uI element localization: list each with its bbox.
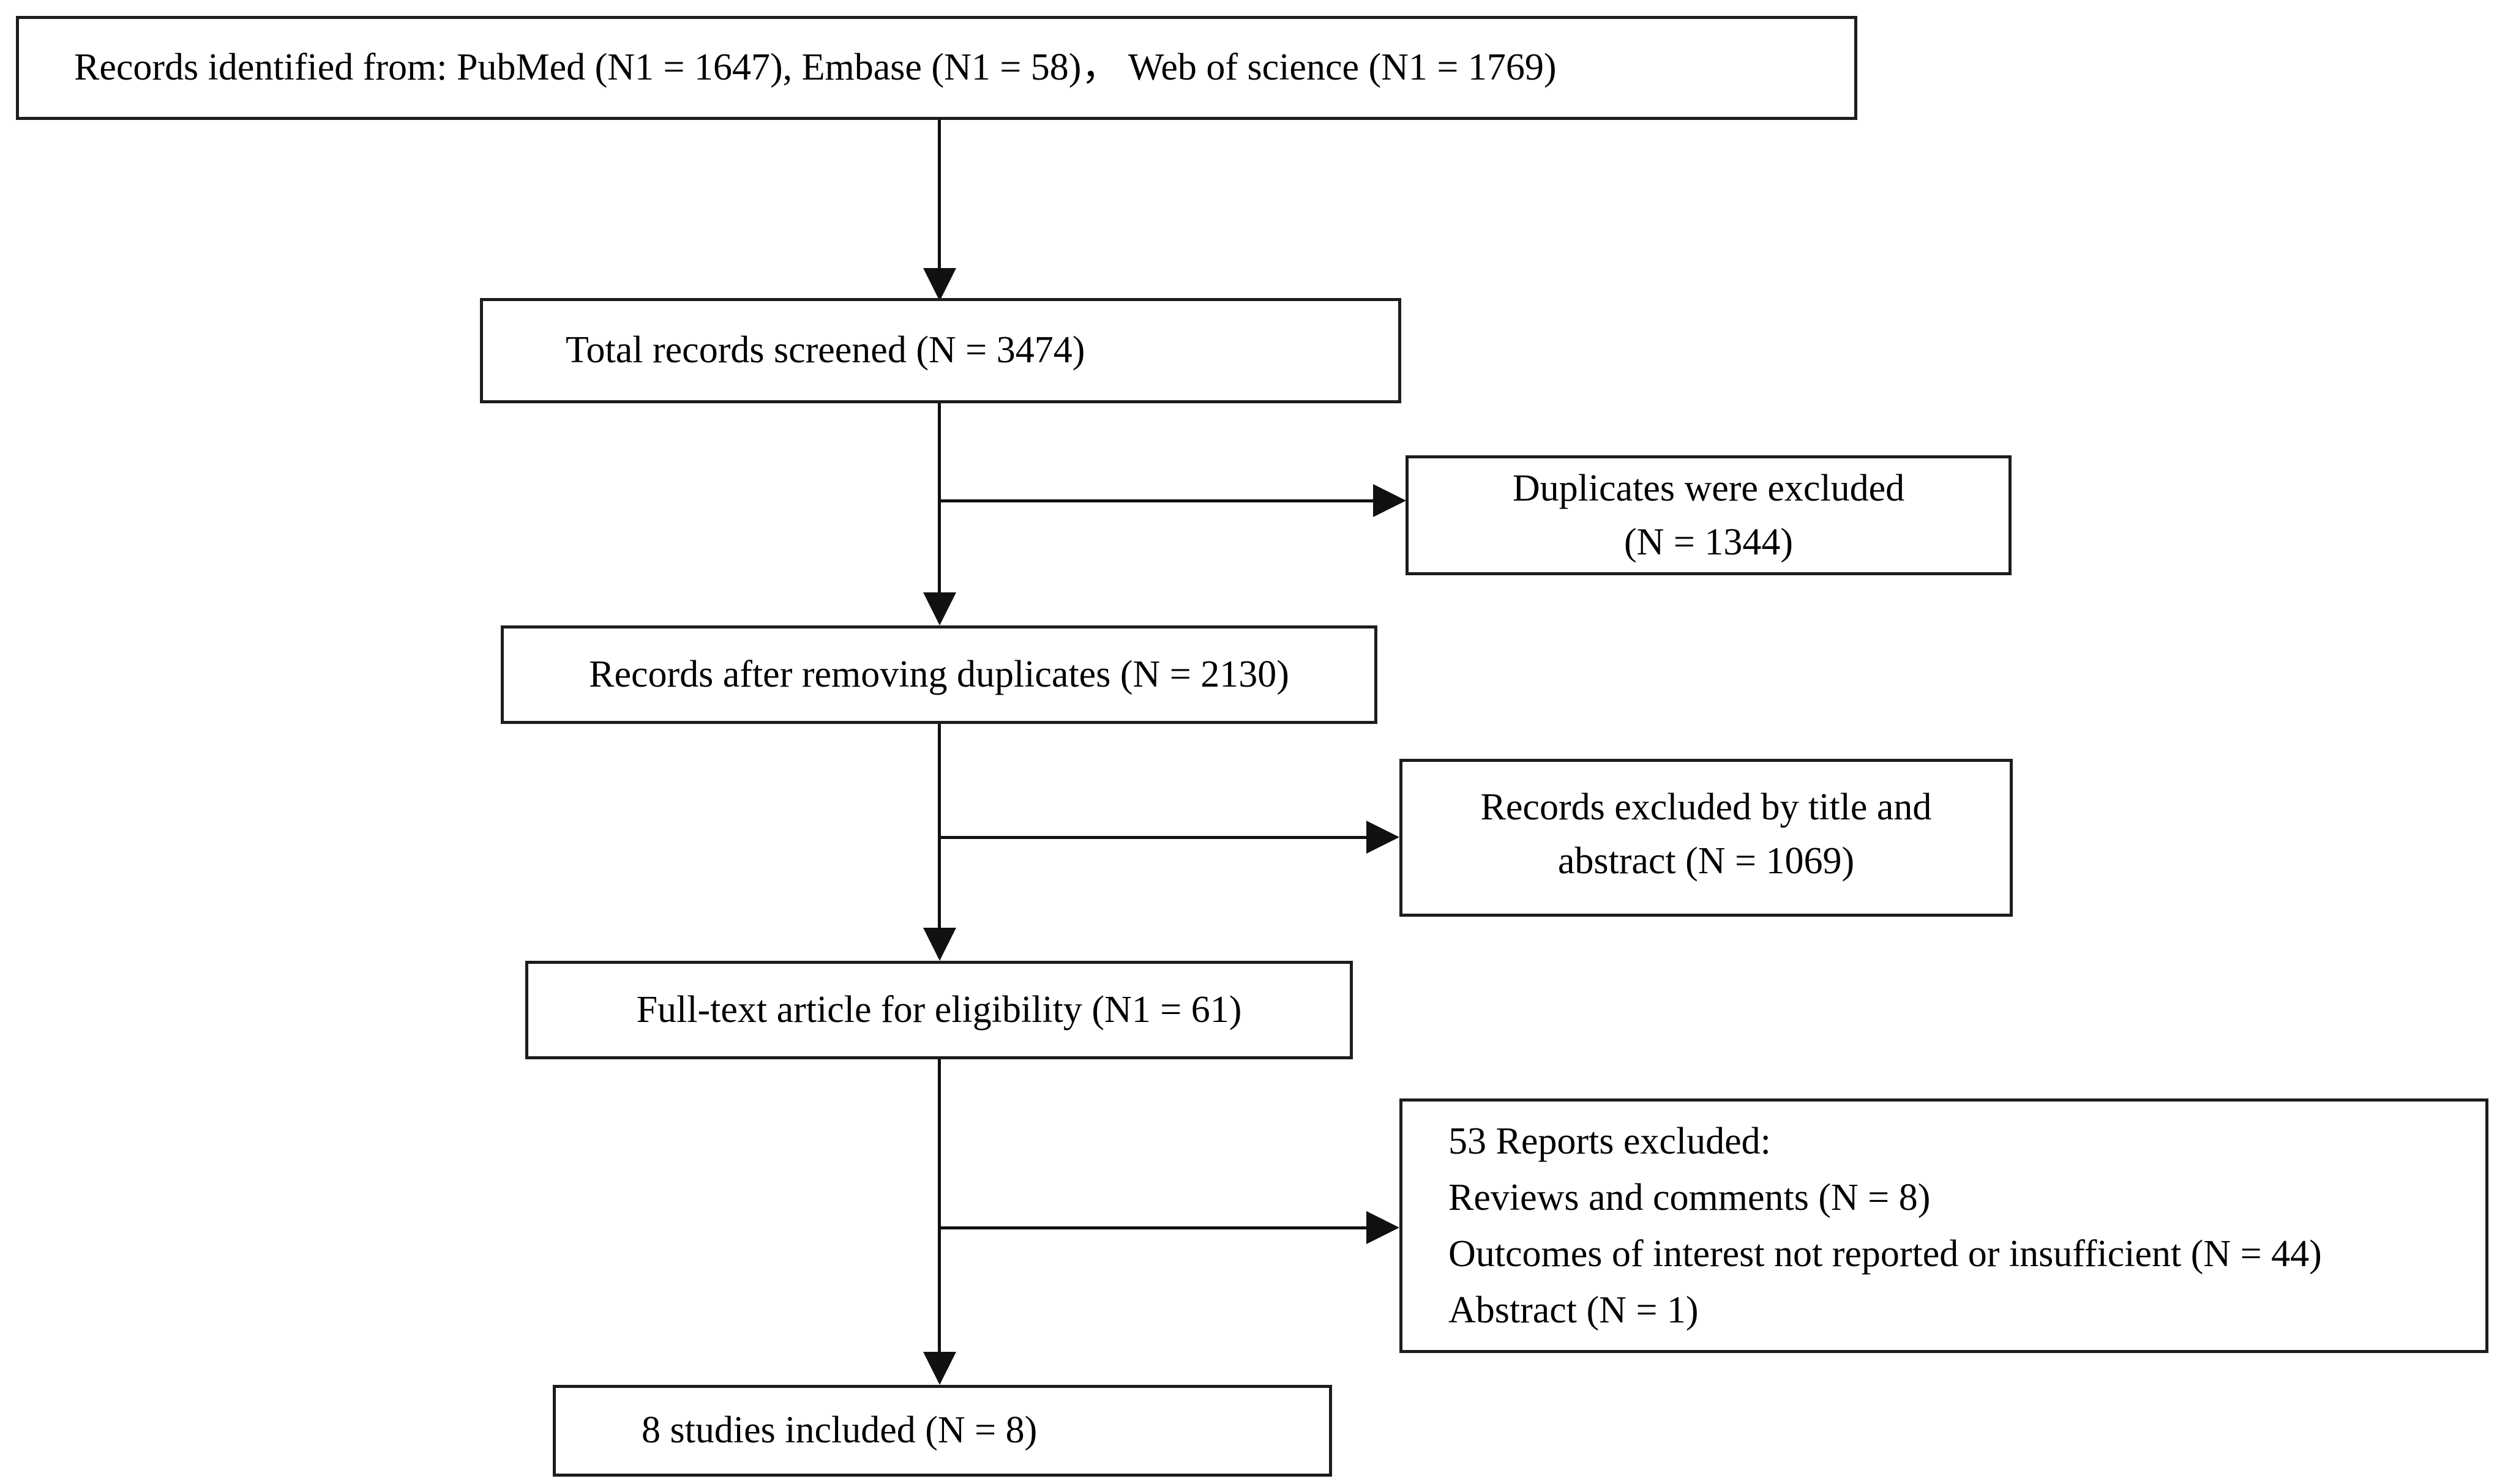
box-total-records-screened: Total records screened (N = 3474): [480, 298, 1401, 403]
arrow-line-branch-title-abstract: [938, 836, 1368, 839]
arrow-line-identified-to-screened: [938, 120, 941, 269]
arrowhead-right-icon: [1373, 484, 1406, 517]
duplicates-excluded-line1: Duplicates were excluded: [1512, 468, 1905, 509]
arrow-line-deduplicated-to-fulltext: [938, 724, 941, 929]
box-excluded-title-abstract: Records excluded by title and abstract (…: [1399, 759, 2013, 917]
arrow-line-branch-duplicates: [938, 499, 1374, 502]
after-removing-duplicates-text: Records after removing duplicates (N = 2…: [589, 653, 1289, 695]
reports-excluded-line2: Reviews and comments (N = 8): [1448, 1177, 1931, 1218]
box-studies-included: 8 studies included (N = 8): [553, 1385, 1332, 1477]
studies-included-text: 8 studies included (N = 8): [642, 1409, 1038, 1452]
box-records-identified: Records identified from: PubMed (N1 = 16…: [16, 16, 1857, 120]
arrowhead-down-icon: [923, 592, 956, 625]
reports-excluded-line3: Outcomes of interest not reported or ins…: [1448, 1233, 2322, 1275]
arrow-line-screened-to-deduplicated: [938, 403, 941, 594]
fulltext-eligibility-text: Full-text article for eligibility (N1 = …: [636, 988, 1242, 1031]
arrowhead-down-icon: [923, 268, 956, 301]
duplicates-excluded-line2: (N = 1344): [1623, 521, 1794, 563]
box-reports-excluded: 53 Reports excluded: Reviews and comment…: [1399, 1098, 2488, 1353]
total-records-screened-text: Total records screened (N = 3474): [566, 329, 1085, 371]
excluded-title-abstract-line1: Records excluded by title and: [1480, 786, 1932, 828]
arrowhead-down-icon: [923, 928, 956, 961]
reports-excluded-line4: Abstract (N = 1): [1448, 1289, 1699, 1331]
box-fulltext-eligibility: Full-text article for eligibility (N1 = …: [525, 961, 1353, 1059]
box-after-removing-duplicates: Records after removing duplicates (N = 2…: [501, 625, 1377, 724]
arrow-line-fulltext-to-included: [938, 1059, 941, 1353]
reports-excluded-line1: 53 Reports excluded:: [1448, 1120, 1771, 1162]
arrowhead-right-icon: [1366, 821, 1399, 854]
excluded-title-abstract-line2: abstract (N = 1069): [1557, 840, 1855, 882]
arrowhead-down-icon: [923, 1352, 956, 1385]
records-identified-text: Records identified from: PubMed (N1 = 16…: [74, 47, 1557, 89]
arrow-line-branch-reports-excluded: [938, 1226, 1368, 1229]
box-duplicates-excluded: Duplicates were excluded (N = 1344): [1406, 455, 2012, 575]
arrowhead-right-icon: [1366, 1211, 1399, 1244]
